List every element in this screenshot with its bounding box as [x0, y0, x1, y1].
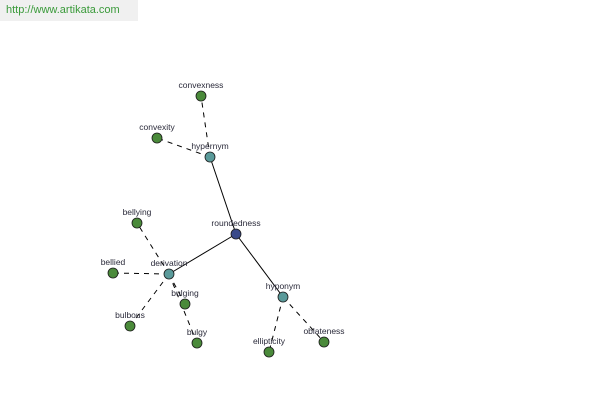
nodes-layer: [107, 90, 330, 358]
edge-roundedness-derivation: [168, 233, 237, 275]
node-label-roundedness[interactable]: roundedness: [211, 218, 260, 228]
node-label-bulbous[interactable]: bulbous: [115, 310, 145, 320]
node-hypernym[interactable]: [204, 151, 216, 163]
edge-roundedness-hypernym: [209, 156, 237, 235]
edge-derivation-bellied: [112, 272, 170, 275]
node-oblateness[interactable]: [318, 336, 330, 348]
node-label-derivation[interactable]: derivation: [151, 258, 188, 268]
node-bulbous[interactable]: [124, 320, 136, 332]
node-derivation[interactable]: [163, 268, 175, 280]
node-label-ellipticity[interactable]: ellipticity: [253, 336, 286, 346]
site-url-link[interactable]: http://www.artikata.com: [0, 0, 138, 21]
node-hyponym[interactable]: [277, 291, 289, 303]
edge-hyponym-oblateness: [282, 296, 325, 343]
node-bulging[interactable]: [179, 298, 191, 310]
node-label-bellying[interactable]: bellying: [123, 207, 152, 217]
node-convexity[interactable]: [151, 132, 163, 144]
labels-layer: roundedness hypernym derivation hyponym conv…: [101, 80, 345, 346]
node-label-hypernym[interactable]: hypernym: [191, 141, 228, 151]
node-bellied[interactable]: [107, 267, 119, 279]
node-convexness[interactable]: [195, 90, 207, 102]
node-label-bulgy[interactable]: bulgy: [187, 327, 208, 337]
edges-layer: [112, 95, 325, 353]
node-roundedness[interactable]: [230, 228, 242, 240]
node-bulgy[interactable]: [191, 337, 203, 349]
node-bellying[interactable]: [131, 217, 143, 229]
edge-derivation-bulbous: [129, 273, 170, 327]
node-label-convexness[interactable]: convexness: [179, 80, 224, 90]
node-ellipticity[interactable]: [263, 346, 275, 358]
edge-derivation-bellying: [136, 222, 170, 275]
node-label-bulging[interactable]: bulging: [171, 288, 199, 298]
edge-hypernym-convexness: [200, 95, 211, 158]
edge-roundedness-hyponym: [235, 233, 284, 298]
edge-derivation-bulgy: [168, 273, 198, 344]
node-label-hyponym[interactable]: hyponym: [266, 281, 301, 291]
node-label-oblateness[interactable]: oblateness: [303, 326, 344, 336]
node-label-bellied[interactable]: bellied: [101, 257, 126, 267]
node-label-convexity[interactable]: convexity: [139, 122, 175, 132]
